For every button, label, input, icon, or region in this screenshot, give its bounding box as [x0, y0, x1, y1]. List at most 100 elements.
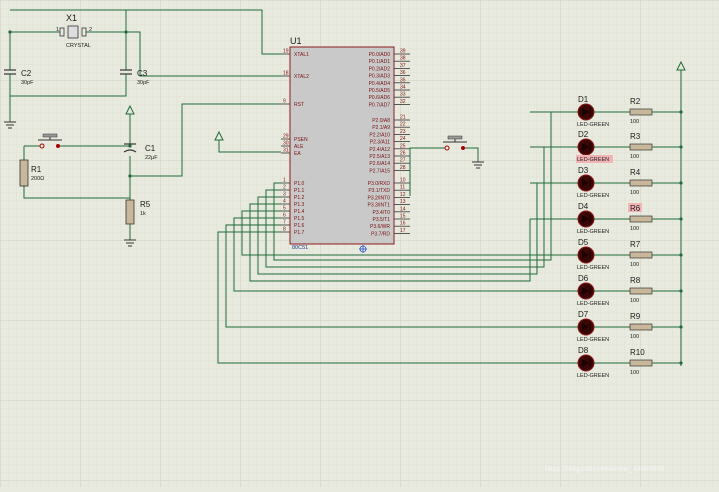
- pin-number: 31: [283, 148, 289, 154]
- led-ref: D1: [578, 95, 589, 104]
- p1-wire: [225, 224, 530, 328]
- resistor-r4[interactable]: R4 100: [629, 168, 683, 196]
- led-ref: D2: [578, 130, 589, 139]
- pin-number: 22: [400, 122, 406, 128]
- pin-name: P0.7/AD7: [369, 102, 391, 108]
- led-value: LED-GREEN: [577, 373, 609, 379]
- pin-number: 37: [400, 63, 406, 69]
- led-value: LED-GREEN: [577, 193, 609, 199]
- pin-number: 23: [400, 129, 406, 135]
- pin-name: P2.2/A10: [369, 132, 390, 138]
- chip-left-pins: 19XTAL118XTAL29RST29PSEN30ALE31EA1P1.02P…: [281, 49, 309, 236]
- pin-number: 10: [400, 178, 406, 184]
- resistor-value: 100: [630, 119, 639, 125]
- pin-name: P2.7/A15: [369, 168, 390, 174]
- resistor-ref: R8: [630, 276, 641, 285]
- pin-name: RST: [294, 102, 304, 108]
- resistor-value: 100: [630, 190, 639, 196]
- reset-button[interactable]: [38, 133, 62, 149]
- led-value: LED-GREEN: [577, 229, 609, 235]
- c1-ref: C1: [145, 144, 156, 153]
- pin-name: P2.5/A13: [369, 154, 390, 160]
- resistor-r1[interactable]: R1 200Ω: [19, 159, 44, 187]
- p1-wire: [241, 210, 530, 256]
- oscillator-circuit: X1 CRYSTAL 1 2 C2 30pF C3 30pF: [4, 9, 281, 129]
- highlight-box: [628, 203, 642, 212]
- pin-number: 33: [400, 92, 406, 98]
- pin-name: P1.1: [294, 188, 305, 194]
- p1-wire: [249, 203, 531, 282]
- c2-value: 30pF: [21, 80, 34, 86]
- led-value: LED-GREEN: [577, 265, 609, 271]
- chip-right-pins: 39P0.0/AD038P0.1/AD137P0.2/AD236P0.3/AD3…: [367, 49, 410, 237]
- pin-name: P3.4/T0: [372, 210, 390, 216]
- microcontroller-u1[interactable]: U1 80C51 19XTAL118XTAL29RST29PSEN30ALE31…: [281, 36, 410, 253]
- chip-part: 80C51: [292, 245, 308, 251]
- pin-number: 16: [400, 221, 406, 227]
- chip-ref: U1: [290, 36, 302, 46]
- pin-number: 4: [283, 199, 286, 205]
- pin-number: 8: [283, 227, 286, 233]
- p1-wire: [217, 231, 530, 364]
- pin-number: 25: [400, 143, 406, 149]
- led-diode-icon: [582, 143, 589, 151]
- pin-number: 5: [283, 206, 286, 212]
- vcc-arrow-1: [125, 104, 135, 126]
- pin-number: 26: [400, 151, 406, 157]
- resistor-value: 100: [630, 154, 639, 160]
- pin-number: 21: [400, 115, 406, 121]
- crystal-value: CRYSTAL: [66, 43, 91, 49]
- c3-value: 30pF: [137, 80, 150, 86]
- pin-name: P3.5/T1: [372, 217, 390, 223]
- led-diode-icon: [582, 287, 589, 295]
- pin-number: 27: [400, 158, 406, 164]
- led-value: LED-GREEN: [577, 337, 609, 343]
- pin-name: P0.1/AD1: [369, 59, 391, 65]
- pin-number: 24: [400, 136, 406, 142]
- pin-number: 38: [400, 56, 406, 62]
- crystal-x1[interactable]: X1 CRYSTAL 1 2: [56, 13, 92, 49]
- capacitor-c1[interactable]: C1 22µF: [123, 143, 158, 161]
- pin-name: P0.4/AD4: [369, 81, 391, 87]
- pin-name: P2.3/A11: [370, 140, 390, 146]
- led-diode-icon: [582, 323, 589, 331]
- resistor-value: 100: [630, 370, 639, 376]
- led-diode-icon: [582, 215, 589, 223]
- int0-button[interactable]: [409, 135, 484, 196]
- pin-number: 14: [400, 206, 406, 212]
- pin-number: 13: [400, 199, 406, 205]
- pin-number: 15: [400, 214, 406, 220]
- pin-number: 7: [283, 220, 286, 226]
- pin-name: P2.6/A14: [369, 161, 390, 167]
- pin-name: P0.3/AD3: [369, 74, 391, 80]
- pin-name: P3.0/RXD: [368, 181, 391, 187]
- pin-name: P3.3/INT1: [367, 203, 390, 209]
- reset-circuit: C1 22µF R1 200Ω R5 1k: [19, 103, 281, 247]
- pin-number: 36: [400, 70, 406, 76]
- pin-number: 39: [400, 49, 406, 55]
- led-ref: D3: [578, 166, 589, 175]
- pin-name: P0.2/AD2: [369, 66, 391, 72]
- pin-number: 19: [283, 49, 289, 55]
- led-ref: D5: [578, 238, 589, 247]
- pin-number: 2: [283, 185, 286, 191]
- c3-ref: C3: [137, 69, 148, 78]
- pin-number: 1: [283, 178, 286, 184]
- pin-name: P1.0: [294, 181, 305, 187]
- resistor-ref: R4: [630, 168, 641, 177]
- led-ref: D8: [578, 346, 589, 355]
- pin-name: P3.2/INT0: [367, 195, 390, 201]
- led-array: D1LED-GREENR2100D2LED-GREENR3100D3LED-GR…: [530, 95, 683, 379]
